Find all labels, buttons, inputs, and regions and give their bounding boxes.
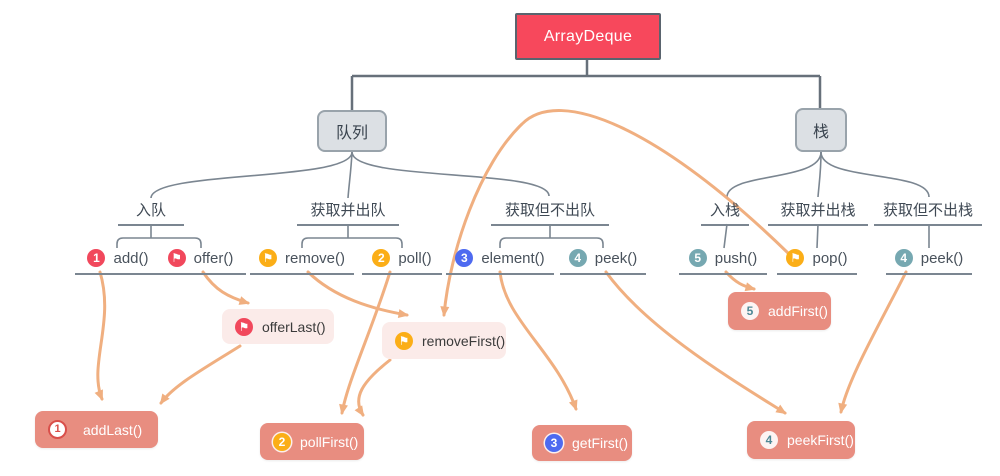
arrow-removefirst-to-pollfirst <box>354 358 392 417</box>
method-node-peek-stack[interactable]: 4 peek() <box>886 246 972 275</box>
branch-node-queue[interactable]: 队列 <box>317 110 387 152</box>
group-label-get-not-pop[interactable]: 获取但不出栈 <box>874 199 982 226</box>
method-node-push[interactable]: 5 push() <box>679 246 767 275</box>
mapped-node-label: peekFirst() <box>787 432 854 448</box>
method-label: peek() <box>594 249 638 267</box>
group-label-get-and-pop[interactable]: 获取并出栈 <box>768 199 868 226</box>
mapped-node-addlast[interactable]: 1 addLast() <box>35 411 158 448</box>
method-label: push() <box>714 249 758 267</box>
method-node-poll[interactable]: 2 poll() <box>362 246 442 275</box>
badge-4-icon: 4 <box>894 249 913 267</box>
group-label-enqueue[interactable]: 入队 <box>118 199 184 226</box>
mapped-node-offerlast[interactable]: ⚑ offerLast() <box>222 309 334 344</box>
branch-node-stack[interactable]: 栈 <box>795 108 847 152</box>
red-flag-icon: ⚑ <box>235 317 253 336</box>
mapped-node-peekfirst[interactable]: 4 peekFirst() <box>747 421 855 459</box>
mapped-node-label: addLast() <box>83 421 143 438</box>
arrow-stackpeek-to-peekfirst <box>838 270 908 414</box>
mapped-node-label: removeFirst() <box>422 332 506 349</box>
method-node-peek-queue[interactable]: 4 peek() <box>560 246 646 275</box>
yellow-flag-icon: ⚑ <box>395 331 413 350</box>
method-label: element() <box>481 249 545 267</box>
arrow-remove-to-removefirst <box>306 270 409 318</box>
yellow-flag-icon: ⚑ <box>786 249 805 267</box>
method-node-offer[interactable]: ⚑ offer() <box>155 246 246 275</box>
method-label: remove() <box>284 249 345 267</box>
group-label-push-stack[interactable]: 入栈 <box>701 199 749 226</box>
mapped-node-label: pollFirst() <box>300 433 359 450</box>
mapped-node-pollfirst[interactable]: 2 pollFirst() <box>260 423 364 460</box>
method-node-add[interactable]: 1 add() <box>75 246 161 275</box>
badge-2-icon: 2 <box>372 249 391 267</box>
method-label: offer() <box>193 249 234 267</box>
mapped-node-label: offerLast() <box>262 318 326 335</box>
arrow-offerlast-to-addlast <box>159 344 242 405</box>
group-label-get-not-dequeue[interactable]: 获取但不出队 <box>491 199 609 226</box>
mapped-node-label: getFirst() <box>572 435 628 451</box>
method-label: peek() <box>920 249 964 267</box>
arrow-add-to-addlast <box>94 270 107 401</box>
arrow-poll-to-pollfirst <box>339 270 392 415</box>
tree-trunk-lines <box>350 60 822 110</box>
badge-5-icon: 5 <box>741 302 759 320</box>
badge-4-icon: 4 <box>568 249 587 267</box>
mapped-node-addfirst[interactable]: 5 addFirst() <box>728 292 831 330</box>
badge-3-icon: 3 <box>545 434 563 452</box>
mapped-node-label: addFirst() <box>768 303 828 319</box>
yellow-flag-icon: ⚑ <box>258 249 277 267</box>
mapped-node-removefirst[interactable]: ⚑ removeFirst() <box>382 322 506 359</box>
mapped-node-getfirst[interactable]: 3 getFirst() <box>532 425 632 461</box>
badge-1-icon: 1 <box>48 420 67 439</box>
tree-branch-lines <box>116 151 930 249</box>
badge-3-icon: 3 <box>455 249 474 267</box>
arrow-pop-to-removefirst <box>440 109 791 317</box>
arrow-offer-to-offerlast <box>201 270 250 305</box>
badge-1-icon: 1 <box>87 249 106 267</box>
root-node-arraydeque[interactable]: ArrayDeque <box>515 13 661 60</box>
red-flag-icon: ⚑ <box>167 249 186 267</box>
mapping-arrows <box>94 109 908 417</box>
badge-4-icon: 4 <box>760 431 778 449</box>
method-label: add() <box>113 249 149 267</box>
badge-5-icon: 5 <box>688 249 707 267</box>
arrow-element-to-getfirst <box>498 270 578 411</box>
method-node-remove[interactable]: ⚑ remove() <box>250 246 354 275</box>
arrow-queuepeek-to-peekfirst <box>604 270 787 415</box>
method-node-pop[interactable]: ⚑ pop() <box>777 246 857 275</box>
method-node-element[interactable]: 3 element() <box>446 246 554 275</box>
group-label-get-and-dequeue[interactable]: 获取并出队 <box>297 199 399 226</box>
badge-2-icon: 2 <box>273 432 291 451</box>
method-label: pop() <box>812 249 848 267</box>
method-label: poll() <box>398 249 432 267</box>
